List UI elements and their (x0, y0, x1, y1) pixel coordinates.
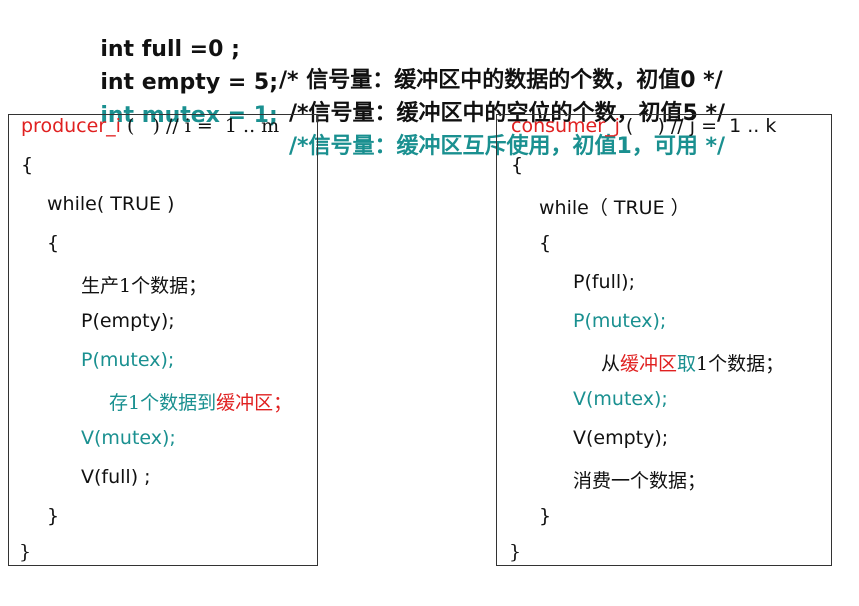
consumer-take-verb: 取 (677, 353, 697, 375)
consumer-v-mutex: V(mutex); (573, 388, 668, 410)
producer-inner-open: { (47, 232, 60, 254)
consumer-inner-open: { (539, 232, 552, 254)
consumer-header: consumer_j ( ) // j = 1 .. k (511, 115, 776, 137)
producer-v-mutex: V(mutex); (81, 427, 176, 449)
producer-open-brace: { (21, 154, 34, 176)
consumer-v-empty: V(empty); (573, 427, 669, 449)
decl-mutex-comment: /*信号量：缓冲区互斥使用，初值1，可用 */ (289, 134, 726, 159)
producer-produce: 生产1个数据； (81, 275, 208, 297)
producer-params: ( ) // i = 1 .. m (120, 115, 280, 137)
producer-inner-close: } (47, 505, 60, 527)
decl-empty: int empty = 5; /*信号量：缓冲区中的空位的个数，初值5 */ (85, 45, 725, 126)
producer-v-full: V(full) ; (81, 466, 151, 488)
producer-while: while( TRUE ) (47, 193, 175, 215)
consumer-p-full: P(full); (573, 271, 635, 293)
decl-empty-code: int empty = 5; (100, 70, 279, 95)
decl-empty-comment: /*信号量：缓冲区中的空位的个数，初值5 */ (289, 101, 726, 126)
consumer-params: ( ) // j = 1 .. k (619, 115, 777, 137)
consumer-box: consumer_j ( ) // j = 1 .. k { while（ TR… (496, 114, 832, 566)
producer-store: 存1个数据到缓冲区； (109, 388, 292, 415)
producer-p-mutex: P(mutex); (81, 349, 175, 371)
consumer-close-brace: } (509, 541, 522, 563)
consumer-open-brace: { (511, 154, 524, 176)
producer-p-empty: P(empty); (81, 310, 175, 332)
producer-box: producer_i ( ) // i = 1 .. m { while( TR… (8, 114, 318, 566)
producer-name: producer_i (21, 115, 121, 137)
consumer-take-buffer: 缓冲区 (620, 353, 678, 375)
consumer-while: while（ TRUE ） (539, 197, 690, 219)
consumer-take-prefix: 从 (601, 353, 621, 375)
producer-header: producer_i ( ) // i = 1 .. m (21, 115, 279, 137)
decl-full: int full =0 ; /* 信号量：缓冲区中的数据的个数，初值0 */ (85, 12, 722, 93)
consumer-take-suffix: 1个数据； (696, 353, 785, 375)
consumer-p-mutex: P(mutex); (573, 310, 667, 332)
producer-store-buffer: 缓冲区； (216, 392, 293, 414)
consumer-name: consumer_j (511, 115, 620, 137)
producer-store-prefix: 存1个数据到 (109, 392, 217, 414)
decl-full-comment: /* 信号量：缓冲区中的数据的个数，初值0 */ (279, 68, 723, 93)
decl-mutex: int mutex = 1; /*信号量：缓冲区互斥使用，初值1，可用 */ (85, 78, 725, 159)
producer-close-brace: } (19, 541, 32, 563)
decl-full-code: int full =0 ; (100, 37, 240, 62)
consumer-consume: 消费一个数据； (573, 470, 707, 492)
decl-mutex-code: int mutex = 1; (100, 103, 278, 128)
consumer-take: 从缓冲区取1个数据； (601, 349, 784, 376)
consumer-inner-close: } (539, 505, 552, 527)
